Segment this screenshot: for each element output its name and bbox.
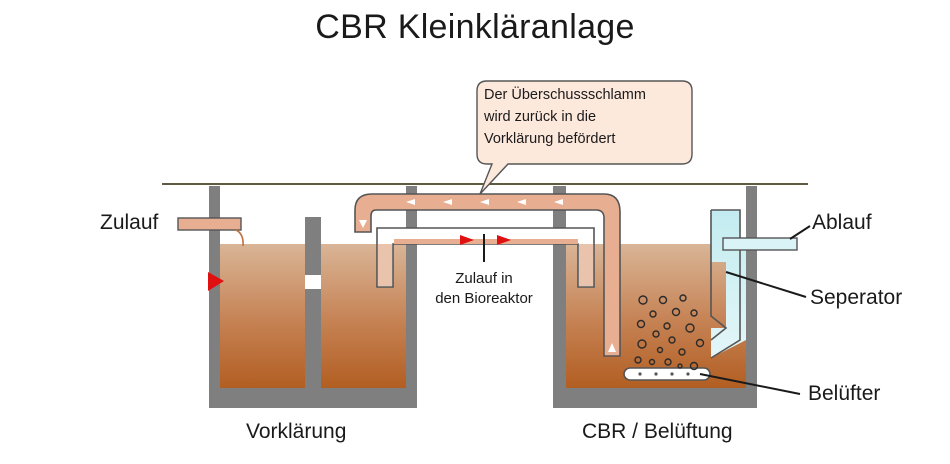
- return-arrow-1: [406, 199, 415, 205]
- separator: [710, 209, 811, 359]
- cbr-wall-left: [553, 186, 566, 408]
- bubble: [663, 322, 671, 330]
- zulauf-pipe: [177, 217, 242, 231]
- inlet-drip: [235, 229, 244, 247]
- label-ablauf: Ablauf: [812, 211, 872, 234]
- ablauf-leader: [789, 225, 811, 240]
- feed-pipe-left-liquid: [378, 244, 392, 286]
- aerator-tube: [623, 367, 711, 381]
- separator-wall: [710, 209, 741, 359]
- bubble: [689, 361, 699, 371]
- feed-pipe-liquid: [394, 239, 578, 244]
- inlet-arrow: [208, 272, 224, 291]
- cbr-wall-right: [746, 186, 757, 408]
- return-arrow-down: [359, 220, 367, 228]
- bubble: [668, 336, 676, 344]
- bubble: [678, 348, 686, 356]
- aerator: [623, 367, 801, 395]
- bubble: [685, 323, 695, 333]
- label-zulauf-bioreaktor: Zulauf in den Bioreaktor: [424, 269, 544, 309]
- inlet-pipe: [177, 217, 244, 247]
- bubble: [677, 363, 683, 369]
- callout-bubble: [476, 80, 693, 195]
- seperator-leader: [725, 271, 807, 298]
- return-arrow-up: [608, 343, 616, 352]
- bubble: [679, 294, 687, 302]
- bubble: [658, 295, 668, 305]
- callout-line: Vorklärung befördert: [484, 131, 616, 147]
- aerator-hole: [686, 372, 690, 376]
- bubble: [695, 338, 705, 348]
- bubble: [648, 358, 656, 366]
- label-seperator: Seperator: [810, 286, 903, 309]
- callout-line: Der Überschussschlamm: [484, 87, 646, 103]
- vorklaerung-wall-left: [209, 186, 220, 408]
- bubble: [664, 358, 672, 366]
- label-zulauf-bioreaktor-line1: Zulauf in: [455, 270, 513, 287]
- return-pipe: [354, 193, 621, 357]
- bubble: [671, 307, 681, 317]
- bubble: [652, 330, 660, 338]
- aerator-hole: [638, 372, 642, 376]
- return-pipe-body: [354, 193, 621, 357]
- vorklaerung-sludge-left: [220, 244, 305, 388]
- aerator-hole: [654, 372, 658, 376]
- label-zulauf-bioreaktor-line2: den Bioreaktor: [435, 290, 533, 307]
- return-arrow-2: [443, 199, 452, 205]
- flow-arrow-red-1: [460, 235, 474, 245]
- vorklaerung-floor: [209, 388, 417, 408]
- bubble: [649, 310, 657, 318]
- label-zulauf: Zulauf: [100, 211, 159, 234]
- callout-line: wird zurück in die: [484, 109, 597, 125]
- flow-arrow-red-2: [497, 235, 511, 245]
- return-arrow-4: [517, 199, 526, 205]
- divider-wall-upper: [305, 217, 321, 275]
- separator-baffle: [710, 210, 728, 341]
- bubble: [634, 356, 642, 364]
- cbr-floor: [553, 388, 757, 408]
- divider-wall-lower: [305, 289, 321, 388]
- aerator-hole: [670, 372, 674, 376]
- bubble: [636, 319, 646, 329]
- feed-pipe-right-liquid: [579, 244, 593, 286]
- diagram-title: CBR Kleinkläranlage: [315, 8, 635, 46]
- vorklaerung-wall-right: [406, 186, 417, 408]
- label-cbr: CBR / Belüftung: [582, 420, 733, 443]
- vorklaerung-tank: [208, 186, 417, 408]
- label-vorklaerung: Vorklärung: [246, 420, 347, 443]
- bubble: [638, 295, 648, 305]
- return-arrow-3: [480, 199, 489, 205]
- beluefter-leader: [699, 373, 801, 395]
- bubble: [637, 339, 647, 349]
- air-bubbles: [634, 294, 705, 371]
- label-beluefter: Belüfter: [808, 382, 881, 405]
- bubble: [690, 309, 698, 317]
- feed-pipe: [376, 227, 595, 288]
- bubble: [656, 346, 664, 354]
- callout-text: Der Überschussschlamm wird zurück in die…: [484, 84, 690, 150]
- outlet-pipe: [722, 237, 798, 251]
- return-arrow-5: [554, 199, 563, 205]
- callout-box: [476, 80, 693, 195]
